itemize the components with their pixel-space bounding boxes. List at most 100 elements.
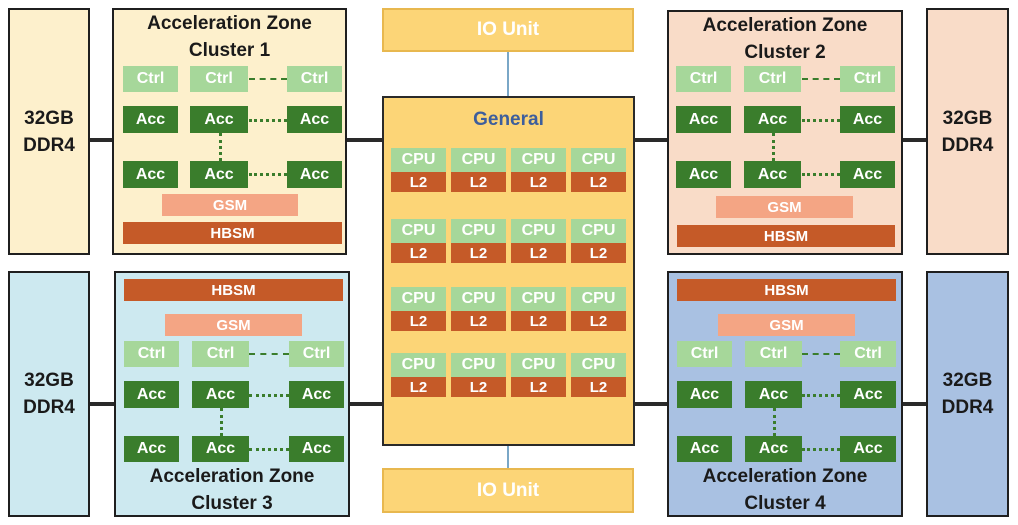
ctrl-unit: Ctrl xyxy=(192,341,249,367)
l2-cache: L2 xyxy=(571,172,626,192)
acc-unit: Acc xyxy=(744,106,801,133)
io-unit-label: IO Unit xyxy=(476,479,540,501)
acc-unit: Acc xyxy=(124,436,179,462)
l2-cache: L2 xyxy=(391,311,446,331)
cpu-label: CPU xyxy=(571,287,626,311)
connector xyxy=(802,173,840,176)
cpu-label: CPU xyxy=(571,219,626,243)
cpu-label: CPU xyxy=(451,353,506,377)
ctrl-unit: Ctrl xyxy=(190,66,248,92)
io-unit-top: IO Unit xyxy=(382,8,634,52)
connector xyxy=(802,119,840,122)
link-ddr1-cluster1 xyxy=(88,138,114,142)
connector xyxy=(219,133,222,161)
acc-unit: Acc xyxy=(124,381,179,408)
memory-ddr4-2: 32GB DDR4 xyxy=(926,8,1009,255)
gsm-unit: GSM xyxy=(718,314,855,336)
acc-unit: Acc xyxy=(123,161,178,188)
connector xyxy=(249,448,289,451)
hbsm-unit: HBSM xyxy=(677,279,896,301)
acc-unit: Acc xyxy=(289,436,344,462)
link-general-cluster4 xyxy=(634,402,667,406)
acc-unit: Acc xyxy=(840,106,895,133)
cpu-label: CPU xyxy=(451,219,506,243)
connector xyxy=(220,408,223,436)
l2-cache: L2 xyxy=(571,377,626,397)
cpu-label: CPU xyxy=(571,148,626,172)
cpu-label: CPU xyxy=(391,219,446,243)
acc-unit: Acc xyxy=(289,381,344,408)
memory-ddr4-1: 32GB DDR4 xyxy=(8,8,90,255)
gsm-unit: GSM xyxy=(165,314,302,336)
memory-label: 32GB DDR4 xyxy=(23,370,75,418)
cpu-label: CPU xyxy=(451,287,506,311)
ctrl-unit: Ctrl xyxy=(840,341,896,367)
acc-unit: Acc xyxy=(190,106,248,133)
connector xyxy=(772,133,775,161)
memory-label: 32GB DDR4 xyxy=(941,370,994,418)
link-cluster2-ddr2 xyxy=(901,138,927,142)
cpu-label: CPU xyxy=(391,287,446,311)
l2-cache: L2 xyxy=(511,172,566,192)
l2-cache: L2 xyxy=(451,377,506,397)
acc-unit: Acc xyxy=(840,436,896,462)
gsm-unit: GSM xyxy=(162,194,298,216)
l2-cache: L2 xyxy=(451,172,506,192)
acc-unit: Acc xyxy=(287,106,342,133)
acc-unit: Acc xyxy=(744,161,801,188)
l2-cache: L2 xyxy=(391,377,446,397)
connector xyxy=(249,394,289,397)
link-cluster4-ddr4 xyxy=(901,402,927,406)
ctrl-unit: Ctrl xyxy=(745,341,802,367)
link-general-io-bottom xyxy=(507,446,509,468)
acc-unit: Acc xyxy=(677,381,732,408)
link-ddr3-cluster3 xyxy=(88,402,114,406)
connector xyxy=(249,353,289,355)
cpu-label: CPU xyxy=(511,219,566,243)
l2-cache: L2 xyxy=(511,377,566,397)
acc-unit: Acc xyxy=(676,106,731,133)
cluster-title: Acceleration Zone Cluster 1 xyxy=(147,13,312,61)
hbsm-unit: HBSM xyxy=(123,222,342,244)
acc-unit: Acc xyxy=(745,436,802,462)
ctrl-unit: Ctrl xyxy=(744,66,801,92)
acc-unit: Acc xyxy=(745,381,802,408)
l2-cache: L2 xyxy=(451,243,506,263)
acc-unit: Acc xyxy=(190,161,248,188)
ctrl-unit: Ctrl xyxy=(123,66,178,92)
general-title: General xyxy=(473,109,544,130)
connector xyxy=(802,448,840,451)
l2-cache: L2 xyxy=(391,243,446,263)
ctrl-unit: Ctrl xyxy=(677,341,732,367)
memory-label: 32GB DDR4 xyxy=(23,107,75,156)
l2-cache: L2 xyxy=(391,172,446,192)
connector xyxy=(802,78,840,80)
l2-cache: L2 xyxy=(571,311,626,331)
connector xyxy=(773,408,776,436)
ctrl-unit: Ctrl xyxy=(289,341,344,367)
connector xyxy=(802,394,840,397)
cluster-title: Acceleration Zone Cluster 4 xyxy=(702,466,868,514)
cpu-label: CPU xyxy=(391,353,446,377)
ctrl-unit: Ctrl xyxy=(676,66,731,92)
acc-unit: Acc xyxy=(192,436,249,462)
link-cluster1-general xyxy=(345,138,383,142)
cpu-label: CPU xyxy=(391,148,446,172)
link-io-top-general xyxy=(507,52,509,96)
acc-unit: Acc xyxy=(840,161,895,188)
ctrl-unit: Ctrl xyxy=(287,66,342,92)
connector xyxy=(802,353,840,355)
hbsm-unit: HBSM xyxy=(124,279,343,301)
